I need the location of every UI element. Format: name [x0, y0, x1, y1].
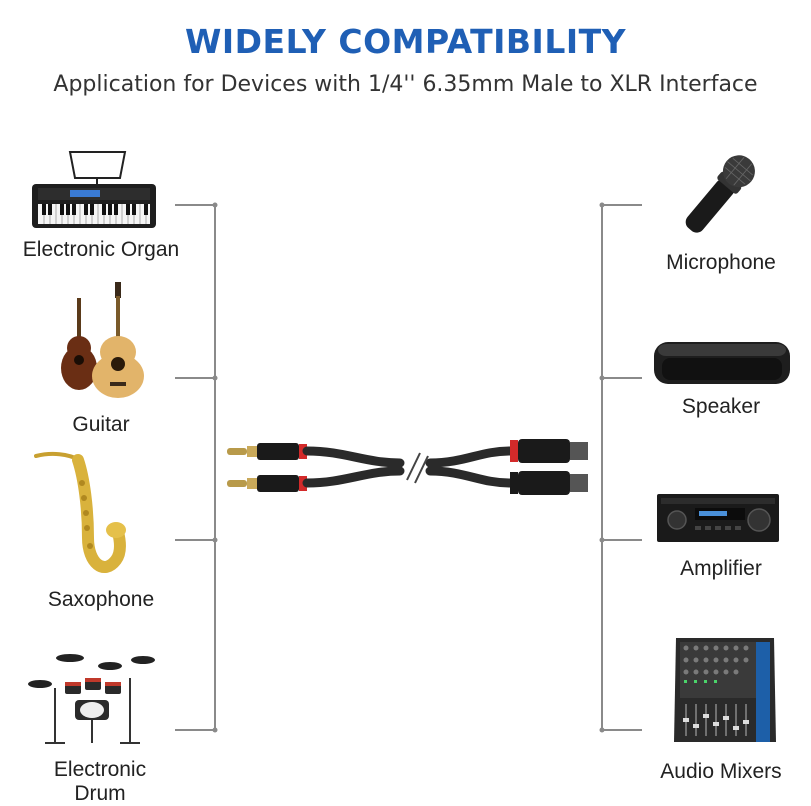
- saxophone-icon: [32, 448, 132, 583]
- device-label-audio-mixers: Audio Mixers: [660, 760, 782, 783]
- page-subtitle: Application for Devices with 1/4'' 6.35m…: [53, 72, 758, 97]
- device-label-amplifier: Amplifier: [680, 557, 762, 580]
- guitar-icon: [55, 278, 155, 400]
- keyboard-icon: [30, 148, 158, 230]
- microphone-icon: [664, 150, 774, 240]
- device-label-electronic-drum: Electronic Drum: [53, 758, 147, 805]
- cable-icon: [227, 439, 588, 495]
- drum-kit-icon: [25, 648, 160, 748]
- page-title: WIDELY COMPATIBILITY: [184, 22, 627, 61]
- mixer-icon: [672, 634, 778, 746]
- speaker-icon: [652, 340, 792, 386]
- device-label-saxophone: Saxophone: [47, 588, 155, 611]
- device-label-guitar: Guitar: [72, 413, 130, 436]
- amplifier-icon: [655, 492, 781, 544]
- device-label-electronic-organ: Electronic Organ: [22, 238, 180, 261]
- device-label-speaker: Speaker: [681, 395, 761, 418]
- device-label-microphone: Microphone: [666, 251, 776, 274]
